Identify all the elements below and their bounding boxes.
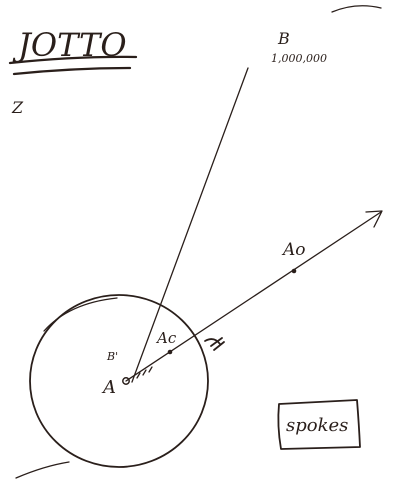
label-ac: Ac — [155, 329, 177, 347]
title-underline-top — [8, 55, 138, 65]
point-b-label: B — [277, 29, 290, 48]
line-to-b — [131, 67, 249, 383]
center-point — [122, 377, 130, 385]
title-underline-bottom — [12, 66, 132, 76]
center-ticks — [136, 366, 153, 379]
point-b-value: 1,000,000 — [271, 52, 327, 65]
bottom-left-stroke — [15, 461, 70, 479]
point-ac — [167, 349, 173, 355]
label-ao: Ao — [281, 240, 306, 260]
spokes-box — [277, 399, 361, 450]
label-b-prime: B' — [106, 350, 118, 363]
spokes-label: spokes — [286, 415, 348, 436]
point-ao — [291, 268, 297, 274]
circle-overtrace — [43, 297, 118, 332]
top-right-stroke — [331, 5, 382, 13]
label-a: A — [101, 377, 116, 398]
intersection-mark — [204, 337, 225, 351]
ray-arrowhead — [365, 210, 383, 228]
main-circle — [29, 294, 209, 468]
title-mark: Z — [11, 98, 24, 117]
